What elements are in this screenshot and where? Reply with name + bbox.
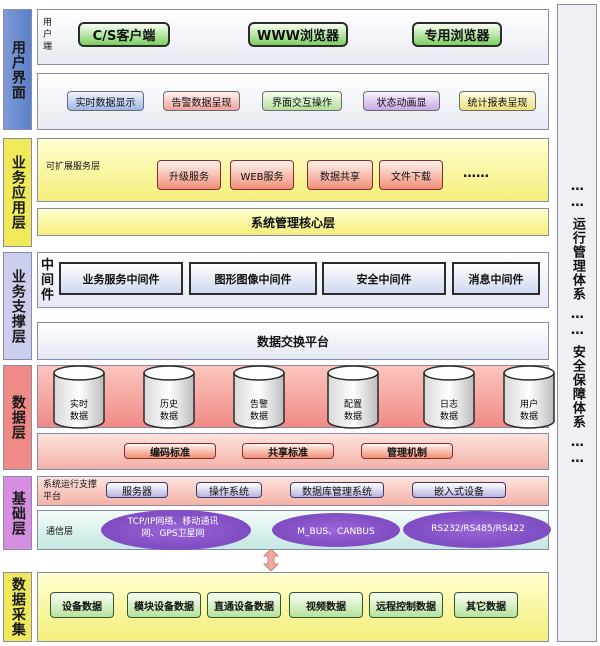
collect-remote-control-data[interactable]: 远程控制数据 <box>369 592 443 618</box>
layer-label-user: 用户界面 <box>3 9 32 130</box>
db-log-label-line1: 日志 <box>440 398 458 410</box>
business-middleware[interactable]: 业务服务中间件 <box>59 262 183 295</box>
db-user-label-line1: 用户 <box>520 398 538 410</box>
os-button[interactable]: 操作系统 <box>196 482 262 498</box>
layer-label-data-text: 数据层 <box>9 395 26 440</box>
security-system: 安全保障体系 <box>569 345 585 429</box>
data-sharing-button[interactable]: 数据共享 <box>307 160 373 190</box>
layer-label-base: 基础层 <box>3 476 32 550</box>
collect-video-data[interactable]: 视频数据 <box>289 592 363 618</box>
cloud-rs232 <box>403 511 551 548</box>
layer-label-collect-text: 数据采集 <box>9 577 26 637</box>
upgrade-service-button[interactable]: 升级服务 <box>157 160 221 190</box>
layer-label-support-text: 业务支撑层 <box>9 268 26 344</box>
feature-stats-report[interactable]: 统计报表呈现 <box>459 91 536 111</box>
feature-state-animation[interactable]: 状态动画显 <box>363 91 440 111</box>
db-user-label-line2: 数据 <box>520 410 538 422</box>
right-dots-top: …… <box>569 179 585 211</box>
sharing-standard-button[interactable]: 共享标准 <box>242 443 334 459</box>
db-realtime-cylinder[interactable]: 实时数据 <box>53 365 105 429</box>
layer-label-user-text: 用户界面 <box>9 39 26 100</box>
db-alarm-label-line1: 告警 <box>250 398 268 410</box>
dbms-button[interactable]: 数据库管理系统 <box>290 482 384 498</box>
layer-label-collect: 数据采集 <box>3 572 32 642</box>
client-label: 用户端 <box>43 18 53 52</box>
db-history-label-line1: 历史 <box>160 398 178 410</box>
embedded-device-button[interactable]: 嵌入式设备 <box>412 482 506 498</box>
comm-rs232-text: RS232/RS485/RS422 <box>431 524 525 534</box>
right-dots-bottom: …… <box>569 435 585 467</box>
dedicated-browser-button[interactable]: 专用浏览器 <box>412 22 502 47</box>
file-download-button[interactable]: 文件下载 <box>379 160 443 190</box>
security-middleware[interactable]: 安全中间件 <box>322 262 446 295</box>
web-service-button[interactable]: WEB服务 <box>230 160 294 190</box>
more-services-ellipsis: …… <box>463 166 489 181</box>
db-config-label-line1: 配置 <box>344 399 362 410</box>
comm-tcpip-text: TCP/IP网络、移动通讯网、GPS卫星网 <box>127 517 219 539</box>
cloud-mbus <box>272 513 400 547</box>
layer-label-app: 业务应用层 <box>3 138 32 247</box>
right-dots-mid: …… <box>569 307 585 339</box>
db-alarm-cylinder[interactable]: 告警数据 <box>233 365 285 429</box>
db-config-label-line2: 数据 <box>344 410 362 422</box>
extensible-service-label: 可扩展服务层 <box>46 162 101 172</box>
db-alarm-label-line2: 数据 <box>250 410 268 422</box>
graphics-middleware[interactable]: 图形图像中间件 <box>189 262 317 295</box>
management-mechanism-button[interactable]: 管理机制 <box>361 443 453 459</box>
collect-direct-device-data[interactable]: 直通设备数据 <box>207 592 281 618</box>
right-column: …… 运行管理体系 …… 安全保障体系 …… <box>557 4 597 642</box>
layer-label-data: 数据层 <box>3 365 32 470</box>
comm-mbus-text: M_BUS、CANBUS <box>297 527 375 537</box>
cs-client-button[interactable]: C/S客户端 <box>78 22 170 47</box>
feature-ui-interaction[interactable]: 界面交互操作 <box>262 91 342 111</box>
double-arrow-icon <box>263 549 279 571</box>
collect-module-device-data[interactable]: 模块设备数据 <box>127 592 201 618</box>
collect-other-data[interactable]: 其它数据 <box>454 592 518 618</box>
platform-label: 系统运行支撑平台 <box>43 480 98 502</box>
ops-management-system: 运行管理体系 <box>569 217 585 301</box>
collect-device-data[interactable]: 设备数据 <box>50 592 114 618</box>
data-exchange-platform: 数据交换平台 <box>37 322 549 360</box>
feature-alarm-display[interactable]: 告警数据呈现 <box>163 91 240 111</box>
system-core-layer: 系统管理核心层 <box>37 208 549 236</box>
db-realtime-label-line1: 实时 <box>70 398 88 410</box>
cloud-tcpip <box>101 510 251 550</box>
message-middleware[interactable]: 消息中间件 <box>452 262 540 295</box>
db-log-label-line2: 数据 <box>440 410 458 422</box>
layer-label-base-text: 基础层 <box>9 490 26 536</box>
server-button[interactable]: 服务器 <box>106 482 168 498</box>
db-realtime-label-line2: 数据 <box>70 410 88 422</box>
coding-standard-button[interactable]: 编码标准 <box>124 443 216 459</box>
layer-label-app-text: 业务应用层 <box>9 155 26 230</box>
www-browser-button[interactable]: WWW浏览器 <box>248 22 348 47</box>
db-history-label-line2: 数据 <box>160 410 178 422</box>
middleware-label: 中间件 <box>41 258 55 303</box>
comm-label: 通信层 <box>46 527 74 537</box>
feature-realtime-display[interactable]: 实时数据显示 <box>67 91 144 111</box>
layer-label-support: 业务支撑层 <box>3 252 32 360</box>
